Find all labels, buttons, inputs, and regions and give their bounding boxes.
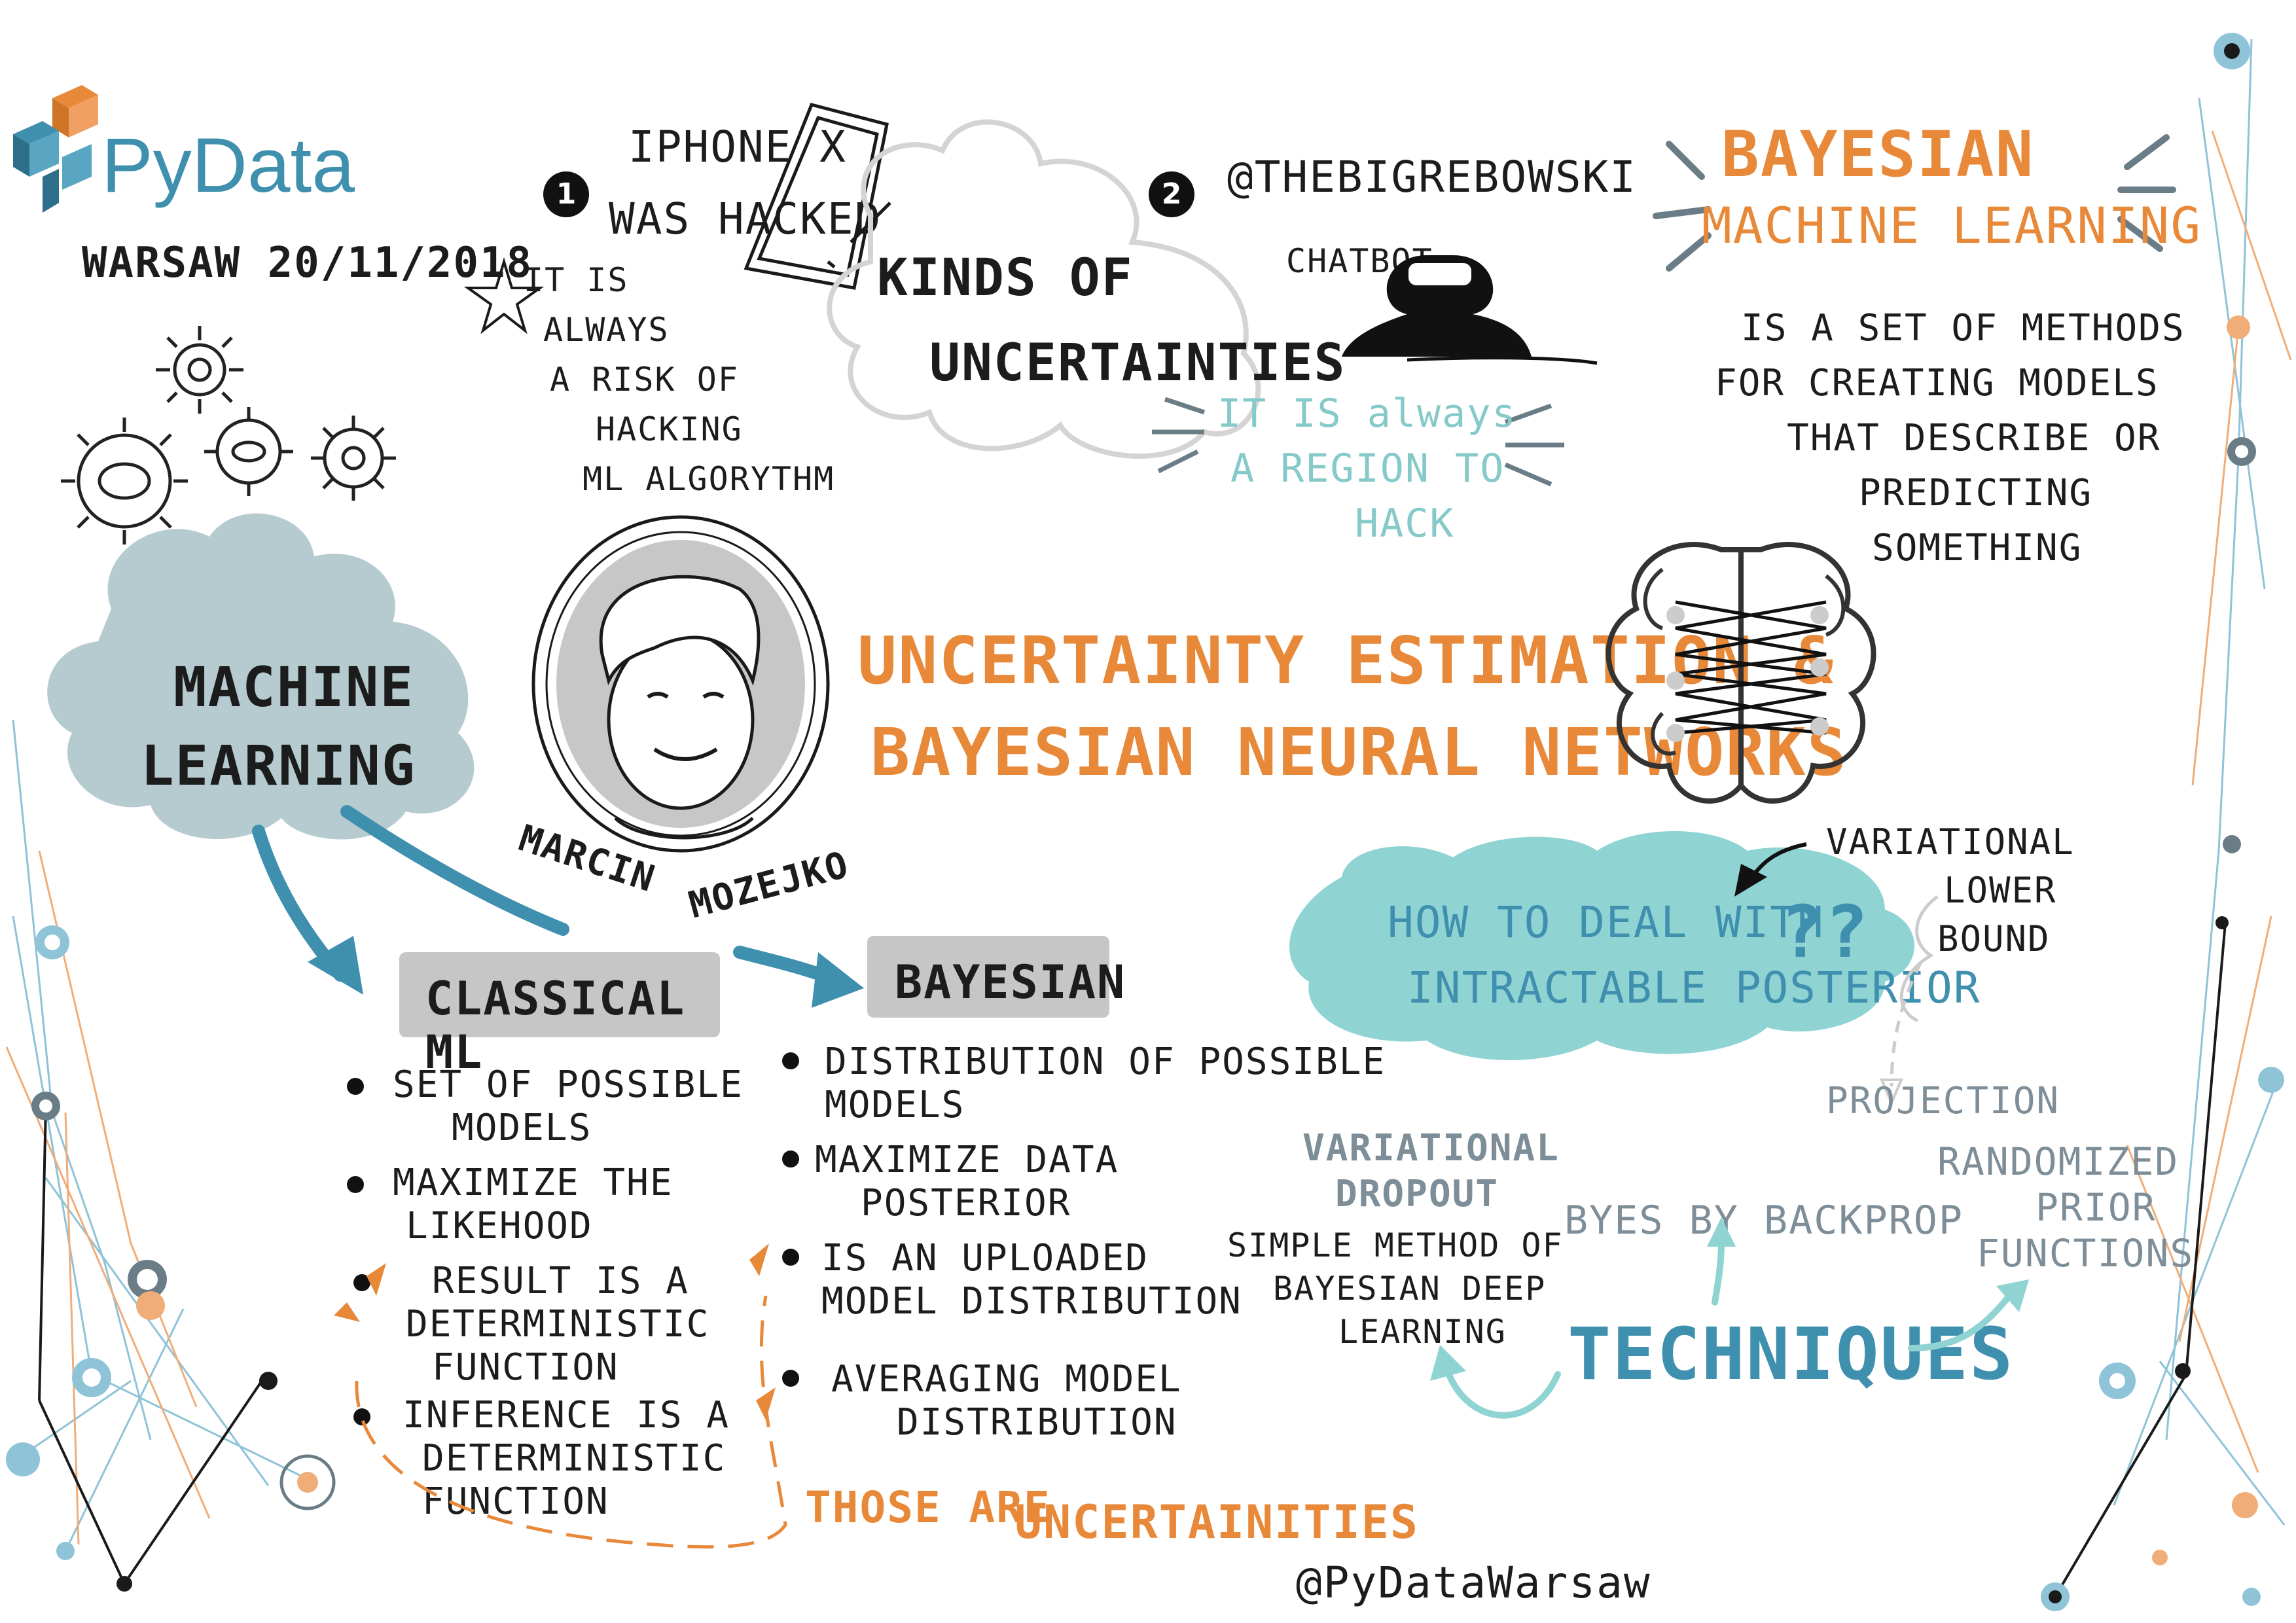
bml-subtitle: MACHINE LEARNING (1702, 196, 2202, 255)
byes-by-backprop: BYES BY BACKPROP (1564, 1198, 1964, 1243)
bullet (782, 1249, 799, 1266)
variational-dropout-desc: SIMPLE METHOD OF BAYESIAN DEEP LEARNING (1227, 1226, 1564, 1351)
bml-title: BAYESIAN (1721, 118, 2035, 191)
classical-ml-header: CLASSICAL ML (399, 952, 720, 1079)
randomized-prior-functions: RANDOMIZED PRIOR FUNCTIONS (1937, 1139, 2195, 1275)
bayesian-title: BAYESIAN (895, 955, 1126, 1009)
footer-handle: @PyDataWarsaw (1296, 1558, 1651, 1608)
pydata-cube-icon (13, 85, 98, 213)
posterior-question: HOW TO DEAL WITH INTRACTABLE POSTERIOR (1388, 897, 1981, 1013)
question-marks: ?? (1780, 890, 1870, 974)
hacking-risk-note: IT IS ALWAYS A RISK OF HACKING ML ALGORY… (524, 261, 835, 498)
logo-text: PyData (101, 122, 355, 209)
uncertainities-label: UNCERTAINITIES (1014, 1495, 1420, 1549)
those-are-label: THOSE ARE (805, 1482, 1051, 1533)
machine-learning-label: MACHINE LEARNING (141, 655, 416, 798)
bullet (782, 1150, 799, 1168)
iphone-hacked-text: IPHONE X WAS HACKED (609, 122, 882, 244)
item-number-2: 2 (1149, 171, 1194, 217)
bml-description: IS A SET OF METHODS FOR CREATING MODELS … (1715, 307, 2185, 569)
bullet (347, 1176, 364, 1193)
projection-label: PROJECTION (1826, 1080, 2060, 1122)
classical-ml-title: CLASSICAL ML (425, 972, 686, 1079)
pydata-logo: PyData (7, 85, 425, 223)
talk-title: UNCERTAINTY ESTIMATION & BAYESIAN NEURAL… (857, 622, 1848, 791)
techniques-title: TECHNIQUES (1568, 1312, 2015, 1396)
bullet (782, 1370, 799, 1387)
variational-lower-bound: VARIATIONAL LOWER BOUND (1826, 821, 2075, 959)
bayesian-header: BAYESIAN (867, 936, 1124, 1018)
variational-dropout-title: VARIATIONAL DROPOUT (1302, 1127, 1560, 1215)
bigrebowski-handle: @THEBIGREBOWSKI (1227, 152, 1638, 202)
event-date: WARSAW 20/11/2018 (82, 239, 533, 287)
kinds-of-uncertainties: KINDS OF UNCERTAINTIES (877, 249, 1346, 393)
bullet (347, 1078, 364, 1095)
region-to-hack-note: IT IS always A REGION TO HACK (1217, 391, 1517, 546)
item-number-1: 1 (543, 171, 589, 217)
bullet (782, 1052, 799, 1069)
